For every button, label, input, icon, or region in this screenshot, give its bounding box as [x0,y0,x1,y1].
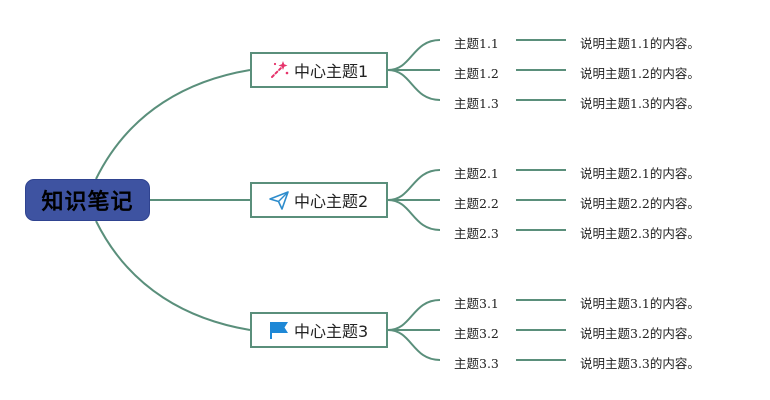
topic-description[interactable]: 说明主题1.2的内容。 [580,66,700,81]
topic-label[interactable]: 主题1.1 [454,36,499,51]
topic-description[interactable]: 说明主题1.3的内容。 [580,96,700,111]
topic-label[interactable]: 主题3.2 [454,326,499,341]
topic-description[interactable]: 说明主题2.3的内容。 [580,226,700,241]
root-to-branch-3-line [95,220,251,331]
branch-label-3: 中心主题3 [294,322,369,341]
root-label: 知识笔记 [41,190,134,215]
topic-description[interactable]: 说明主题3.3的内容。 [580,356,700,371]
branch-to-topic-line [387,329,441,361]
branch-to-topic-line [387,69,441,101]
branch-to-topic-line [387,169,441,201]
branch-node-2[interactable]: 中心主题2 [250,182,388,218]
paper-plane-icon [268,189,290,211]
root-to-branch-1-line [95,69,251,180]
topic-label[interactable]: 主题3.1 [454,296,499,311]
topic-label[interactable]: 主题3.3 [454,356,499,371]
topic-label[interactable]: 主题2.1 [454,166,499,181]
topic-description[interactable]: 说明主题2.2的内容。 [580,196,700,211]
topic-description[interactable]: 说明主题2.1的内容。 [580,166,700,181]
topic-description[interactable]: 说明主题3.1的内容。 [580,296,700,311]
topic-label[interactable]: 主题2.2 [454,196,499,211]
branch-label-1: 中心主题1 [294,62,369,81]
root-node[interactable]: 知识笔记 [25,179,150,221]
branch-node-3[interactable]: 中心主题3 [250,312,388,348]
sparkle-wand-icon [268,59,290,81]
branch-label-2: 中心主题2 [294,192,369,211]
topic-description[interactable]: 说明主题3.2的内容。 [580,326,700,341]
branch-to-topic-line [387,299,441,331]
branch-node-1[interactable]: 中心主题1 [250,52,388,88]
topic-label[interactable]: 主题2.3 [454,226,499,241]
branch-to-topic-line [387,39,441,71]
topic-label[interactable]: 主题1.2 [454,66,499,81]
branch-to-topic-line [387,199,441,231]
topic-description[interactable]: 说明主题1.1的内容。 [580,36,700,51]
topic-label[interactable]: 主题1.3 [454,96,499,111]
flag-icon [268,319,290,341]
